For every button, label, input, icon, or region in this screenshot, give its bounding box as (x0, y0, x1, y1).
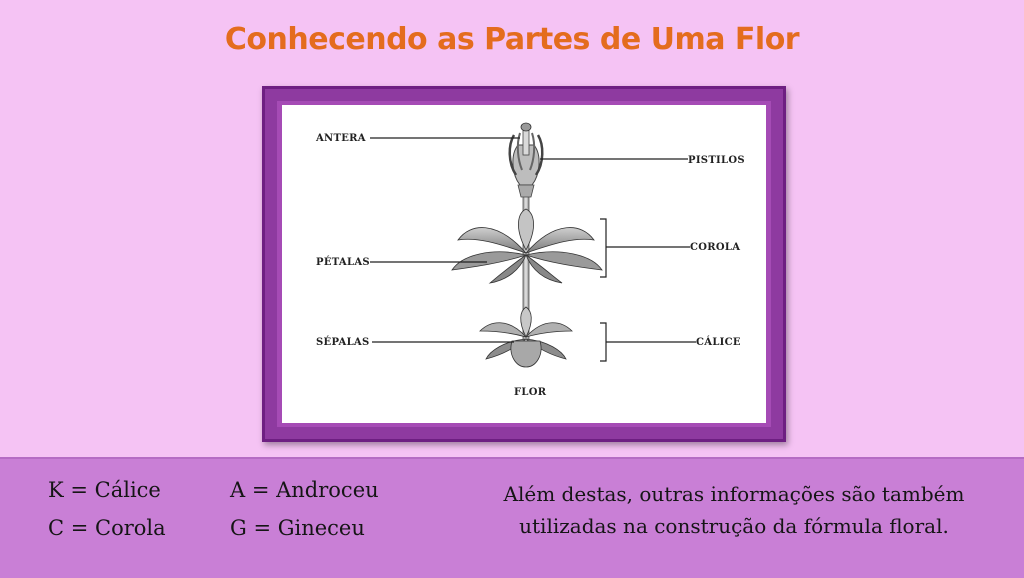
flower-top (508, 122, 544, 198)
floral-formula-note: Além destas, outras informações são tamb… (442, 478, 1024, 542)
label-antera: ANTERA (315, 133, 366, 144)
legend-a: A = Androceu (230, 478, 379, 502)
legend-c: C = Corola (48, 516, 166, 540)
note-line-1: Além destas, outras informações são tamb… (503, 482, 965, 506)
legend-k: K = Cálice (48, 478, 161, 502)
label-flor: FLOR (514, 387, 547, 398)
flower-diagram: ANTERA PISTILOS PÉTALAS COROLA SÉPALAS C… (315, 122, 745, 398)
label-calice: CÁLICE (696, 336, 741, 348)
legend-g: G = Gineceu (230, 516, 365, 540)
flower-sepals (479, 306, 573, 368)
note-line-2: utilizadas na construção da fórmula flor… (519, 514, 949, 538)
label-corola: COROLA (690, 242, 740, 253)
label-sepalas: SÉPALAS (316, 336, 370, 348)
flower-petals (451, 208, 603, 284)
label-pistilos: PISTILOS (688, 155, 745, 166)
slide-title: Conhecendo as Partes de Uma Flor (224, 22, 800, 57)
label-petalas: PÉTALAS (316, 256, 370, 268)
legend-band (0, 457, 1024, 578)
leader-lines (370, 137, 696, 362)
